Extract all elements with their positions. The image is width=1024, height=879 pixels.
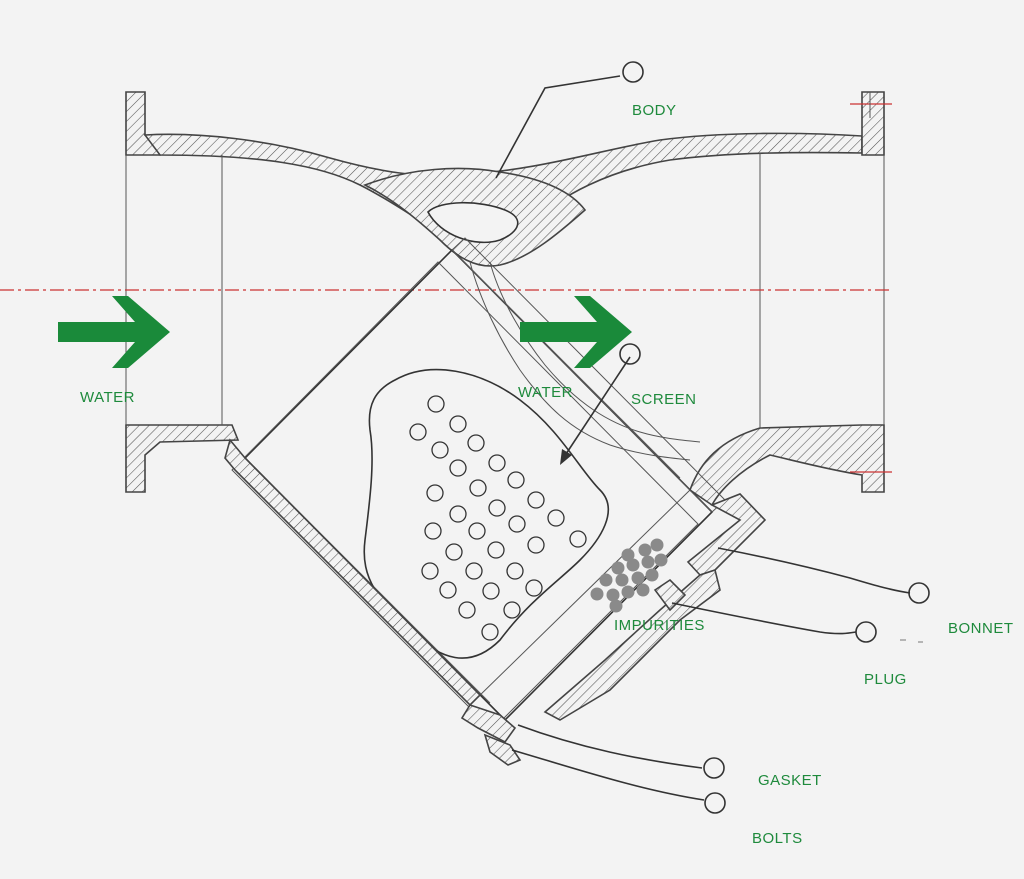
right-flange-top <box>861 91 885 156</box>
perforated-plate <box>363 368 610 659</box>
impurity-dot <box>609 599 623 613</box>
perforation-holes <box>409 395 587 641</box>
flow-arrow-icon <box>58 296 170 368</box>
water-flow-label: WATER <box>518 384 573 401</box>
callout-circle-icon <box>908 582 930 604</box>
water-inlet-label: WATER <box>80 389 135 406</box>
screen-basket <box>231 237 726 731</box>
screen-leader-arrowhead <box>560 449 572 465</box>
impurity-dot <box>654 553 668 567</box>
gasket-leader <box>517 724 703 769</box>
impurity-dots <box>590 538 668 613</box>
impurity-dot <box>621 585 635 599</box>
impurity-dot <box>631 571 645 585</box>
screen-flow-path <box>469 261 691 461</box>
plug-leader <box>671 602 857 635</box>
bonnet <box>686 493 767 576</box>
screen-leader <box>565 356 631 455</box>
callout-circle-icon <box>704 792 726 814</box>
bonnet-leader <box>717 547 911 594</box>
impurity-dot <box>645 568 659 582</box>
impurity-dot <box>606 588 620 602</box>
bolt-block <box>483 733 522 766</box>
impurity-dot <box>638 543 652 557</box>
gasket-label: GASKET <box>758 772 822 789</box>
bonnet-side <box>543 568 721 721</box>
bonnet-label: BONNET <box>948 620 1014 637</box>
impurity-dot <box>641 555 655 569</box>
right-flange-bottom <box>689 424 885 507</box>
screen-flow-path-2 <box>489 261 701 443</box>
impurity-dot <box>599 573 613 587</box>
callout-circle-icon <box>855 621 877 643</box>
left-flange-bottom <box>125 424 240 493</box>
impurity-dot <box>626 558 640 572</box>
impurities-label: IMPURITIES <box>614 617 705 634</box>
body-label: BODY <box>632 102 677 119</box>
screen-label: SCREEN <box>631 391 697 408</box>
impurity-dot <box>590 587 604 601</box>
plug-body <box>653 578 687 612</box>
body-leader <box>495 75 621 179</box>
callout-circle-icon <box>622 61 644 83</box>
impurity-dot <box>621 548 635 562</box>
body-slot <box>427 201 519 244</box>
bolts-leader <box>511 749 705 801</box>
gasket-block <box>460 704 517 744</box>
left-cap-hatch <box>224 438 482 707</box>
flow-arrow-icon <box>520 296 632 368</box>
plug-label: PLUG <box>864 671 907 688</box>
callout-circle-icon <box>619 343 641 365</box>
bolts-label: BOLTS <box>752 830 803 847</box>
impurity-dot <box>615 573 629 587</box>
impurity-dot <box>636 583 650 597</box>
callout-circle-icon <box>703 757 725 779</box>
impurity-dot <box>650 538 664 552</box>
impurity-dot <box>611 561 625 575</box>
